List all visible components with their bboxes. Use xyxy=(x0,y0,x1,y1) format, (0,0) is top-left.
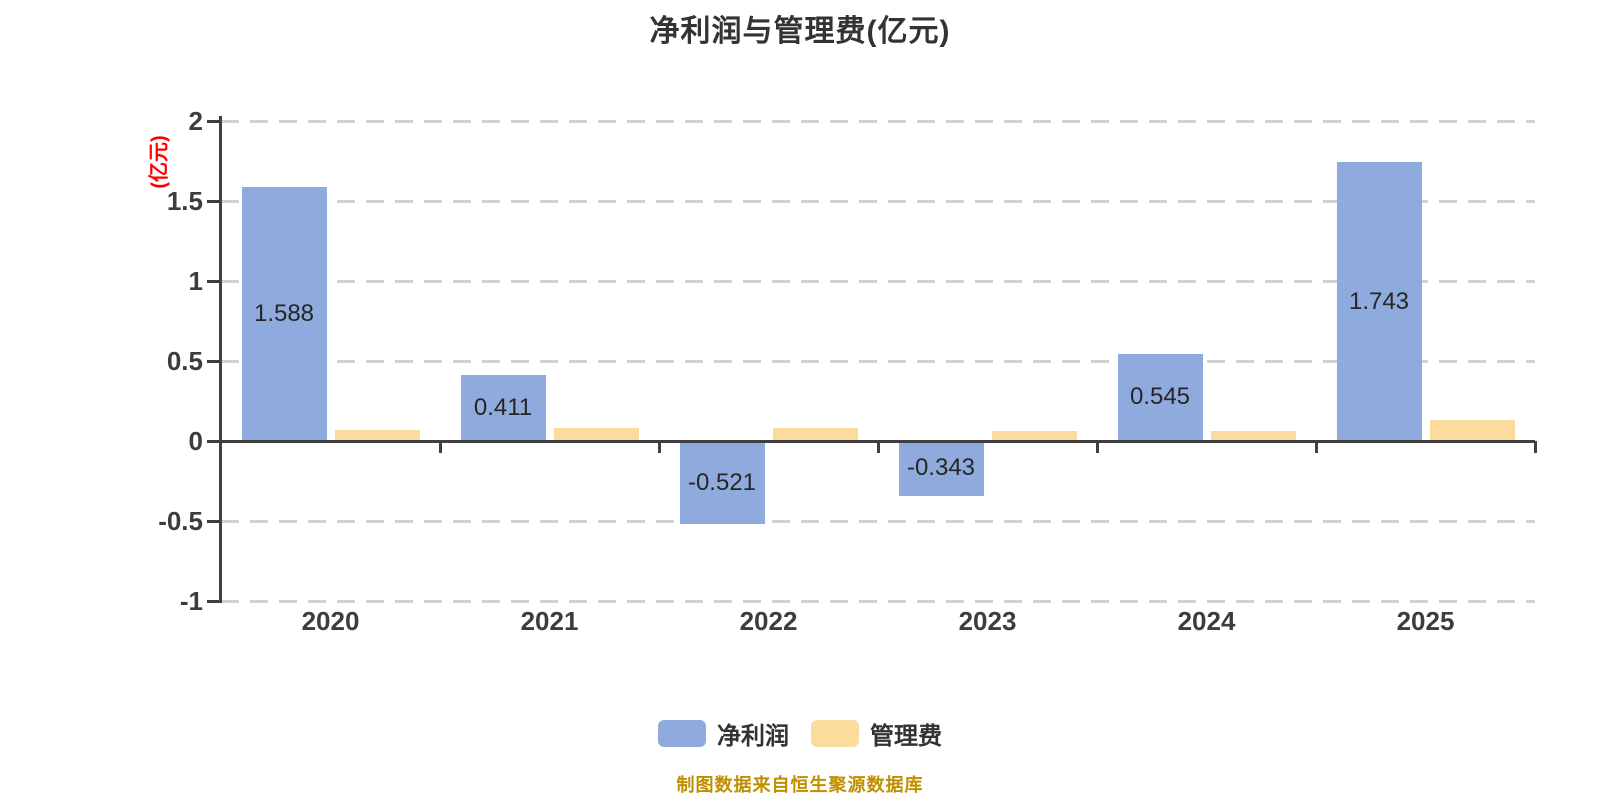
y-axis-tick xyxy=(207,280,221,283)
x-tick-label: 2025 xyxy=(1396,606,1455,636)
y-axis-tick xyxy=(207,120,221,123)
bar-net-profit-2024 xyxy=(1117,353,1203,441)
gridline-y-1.5 xyxy=(221,200,1535,203)
x-axis-tick xyxy=(658,441,661,453)
net-profit-swatch xyxy=(658,720,706,747)
bar-value-label: 1.588 xyxy=(253,299,315,327)
legend-item-net-profit[interactable]: 净利润 xyxy=(658,716,789,751)
y-axis-tick xyxy=(207,360,221,363)
x-tick-label: 2022 xyxy=(739,606,798,636)
legend-label-net-profit: 净利润 xyxy=(717,723,789,750)
bar-net-profit-2023 xyxy=(898,441,984,496)
gridline-y-2 xyxy=(221,120,1535,123)
y-axis-line xyxy=(219,116,222,603)
x-tick-label: 2021 xyxy=(520,606,579,636)
bar-value-label: 0.411 xyxy=(473,394,533,422)
mgmt-fee-swatch xyxy=(811,720,859,747)
bar-net-profit-2025 xyxy=(1336,162,1422,441)
bar-mgmt-fee-2020 xyxy=(334,429,420,441)
y-axis-tick xyxy=(207,600,221,603)
bar-mgmt-fee-2024 xyxy=(1210,431,1296,441)
legend: 净利润 管理费 xyxy=(0,716,1600,751)
bar-value-label: -0.343 xyxy=(906,454,976,482)
y-axis-tick xyxy=(207,520,221,523)
y-axis-tick xyxy=(207,440,221,443)
x-tick-label: 2023 xyxy=(958,606,1017,636)
bar-mgmt-fee-2021 xyxy=(553,428,639,441)
y-tick-label: 1 xyxy=(188,266,203,296)
bar-mgmt-fee-2022 xyxy=(772,428,858,441)
bar-value-label: 1.743 xyxy=(1348,287,1410,315)
gridline-y-1 xyxy=(221,280,1535,283)
bar-net-profit-2020 xyxy=(241,186,327,441)
bar-net-profit-2022 xyxy=(679,441,765,525)
y-tick-label: -1 xyxy=(179,586,203,616)
y-axis-tick xyxy=(207,200,221,203)
legend-label-mgmt-fee: 管理费 xyxy=(870,723,942,750)
bar-mgmt-fee-2025 xyxy=(1429,420,1515,441)
y-tick-label: 0 xyxy=(188,426,203,456)
x-axis-tick xyxy=(877,441,880,453)
x-axis-tick xyxy=(439,441,442,453)
gridline-y--1 xyxy=(221,600,1535,603)
legend-item-mgmt-fee[interactable]: 管理费 xyxy=(811,716,942,751)
bar-mgmt-fee-2023 xyxy=(991,431,1077,441)
bar-net-profit-2021 xyxy=(460,375,546,441)
bar-value-label: 0.545 xyxy=(1129,383,1191,411)
gridline-y-0.5 xyxy=(221,360,1535,363)
x-axis-tick xyxy=(1315,441,1318,453)
y-tick-label: 2 xyxy=(188,106,203,136)
x-axis-tick xyxy=(1096,441,1099,453)
y-axis-unit-label: (亿元) xyxy=(148,135,171,189)
x-axis-tick xyxy=(1534,441,1537,453)
gridline-y--0.5 xyxy=(221,520,1535,523)
bar-value-label: -0.521 xyxy=(687,468,757,496)
data-source-note: 制图数据来自恒生聚源数据库 xyxy=(676,775,924,795)
x-tick-label: 2020 xyxy=(301,606,360,636)
y-tick-label: 0.5 xyxy=(166,346,203,376)
y-tick-label: -0.5 xyxy=(158,506,203,536)
x-tick-label: 2024 xyxy=(1177,606,1236,636)
y-tick-label: 1.5 xyxy=(166,186,203,216)
chart-title: 净利润与管理费(亿元) xyxy=(649,15,951,48)
